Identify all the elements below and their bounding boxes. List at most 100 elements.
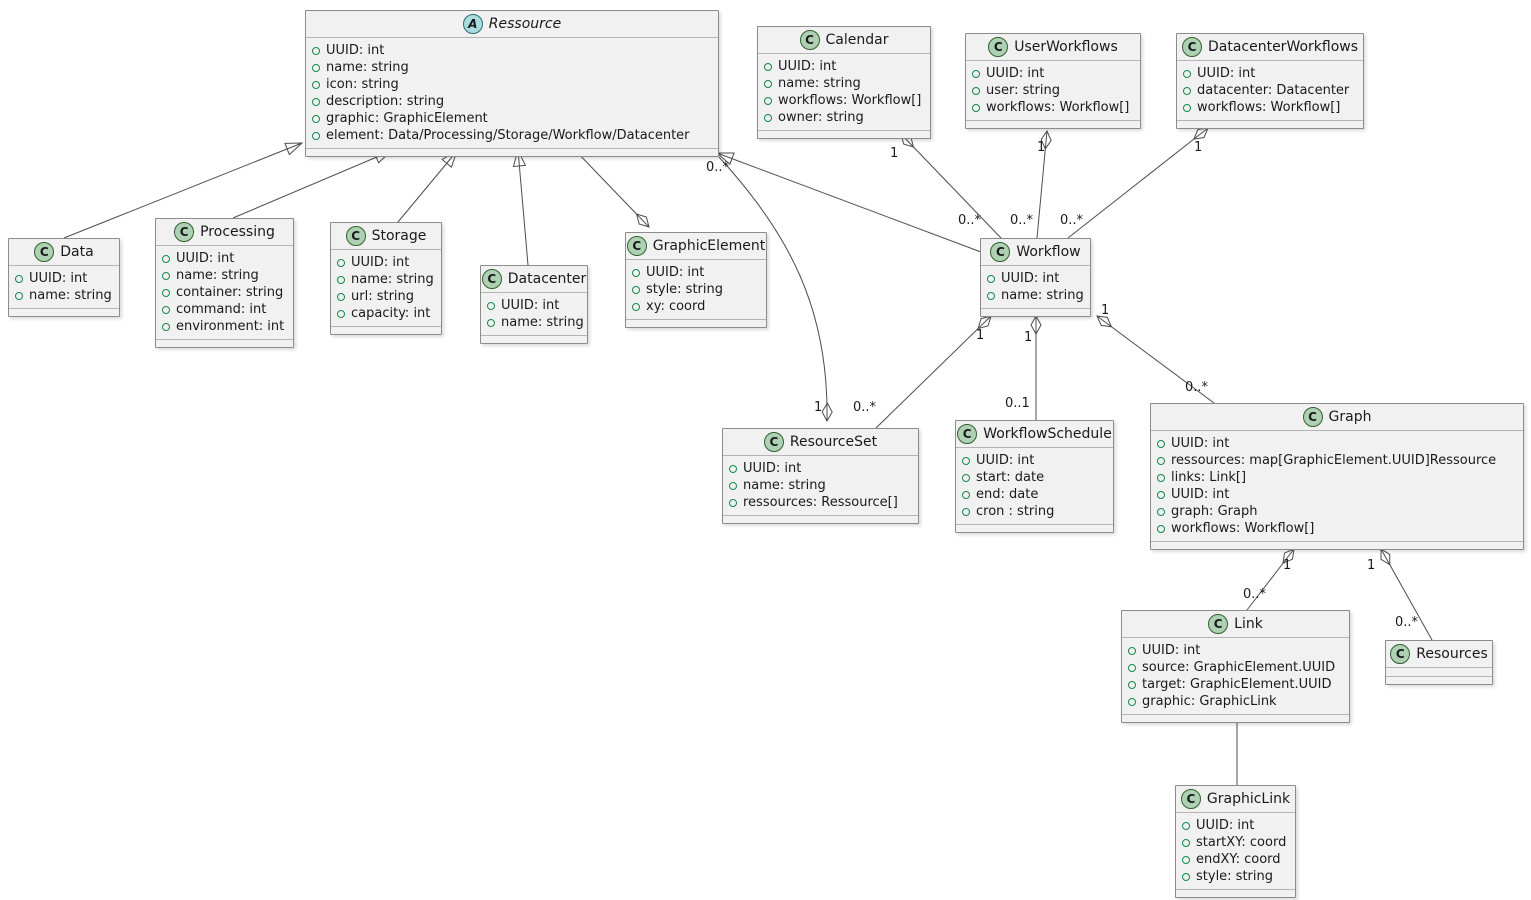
class-icon: C bbox=[1181, 37, 1202, 57]
attribute-text: UUID: int bbox=[986, 66, 1045, 81]
field-visibility-icon bbox=[162, 322, 170, 331]
class-name: Data bbox=[60, 244, 94, 260]
edge-datacenterworkflows-workflow bbox=[1067, 128, 1208, 239]
class-icon: C bbox=[1208, 614, 1229, 634]
field-visibility-icon bbox=[1182, 872, 1190, 881]
class-title: C Processing bbox=[156, 219, 293, 246]
methods-compartment bbox=[956, 525, 1113, 532]
methods-compartment bbox=[481, 336, 587, 343]
attribute-text: ressources: map[GraphicElement.UUID]Ress… bbox=[1171, 453, 1497, 468]
class-icon: C bbox=[626, 236, 647, 256]
field-visibility-icon bbox=[1157, 456, 1165, 465]
attribute-text: graphic: GraphicLink bbox=[1142, 694, 1277, 709]
attribute-text: command: int bbox=[176, 302, 267, 317]
edge-datacenter-extends-ressource bbox=[512, 148, 529, 266]
field-visibility-icon bbox=[729, 481, 737, 490]
edge-calendar-workflow bbox=[901, 134, 1002, 239]
multiplicity-label: 1 bbox=[976, 328, 985, 343]
class-name: Resources bbox=[1416, 646, 1488, 662]
class-title: C Datacenter bbox=[481, 266, 587, 293]
attribute-list bbox=[1386, 668, 1492, 677]
class-attribute: graph: Graph bbox=[1157, 503, 1515, 520]
attribute-text: UUID: int bbox=[778, 59, 837, 74]
field-visibility-icon bbox=[729, 498, 737, 507]
field-visibility-icon bbox=[987, 274, 995, 283]
attribute-text: UUID: int bbox=[1196, 818, 1255, 833]
methods-compartment bbox=[758, 131, 930, 138]
methods-compartment bbox=[1177, 121, 1363, 128]
multiplicity-label: 0..* bbox=[1010, 213, 1034, 228]
class-attribute: end: date bbox=[962, 486, 1105, 503]
attribute-text: source: GraphicElement.UUID bbox=[1142, 660, 1336, 675]
class-title: C Workflow bbox=[981, 239, 1090, 266]
attribute-text: UUID: int bbox=[326, 43, 385, 58]
field-visibility-icon bbox=[312, 63, 320, 72]
attribute-text: startXY: coord bbox=[1196, 835, 1287, 850]
multiplicity-label: 1 bbox=[1367, 558, 1376, 573]
field-visibility-icon bbox=[1182, 855, 1190, 864]
field-visibility-icon bbox=[764, 113, 772, 122]
class-name: Link bbox=[1234, 616, 1263, 632]
class-name: DatacenterWorkflows bbox=[1207, 39, 1359, 55]
class-attribute: style: string bbox=[632, 281, 758, 298]
class-attribute: ressources: Ressource[] bbox=[729, 494, 910, 511]
multiplicity-label: 0..* bbox=[1185, 380, 1209, 395]
multiplicity-label: 1 bbox=[1101, 303, 1110, 318]
class-title: C Resources bbox=[1386, 641, 1492, 668]
class-title: C DatacenterWorkflows bbox=[1177, 34, 1363, 61]
attribute-text: end: date bbox=[976, 487, 1039, 502]
class-title: C Storage bbox=[331, 223, 441, 250]
class-attribute: name: string bbox=[312, 59, 710, 76]
field-visibility-icon bbox=[1182, 838, 1190, 847]
class-attribute: UUID: int bbox=[487, 297, 579, 314]
class-attribute: container: string bbox=[162, 284, 285, 301]
class-attribute: name: string bbox=[15, 287, 112, 304]
attribute-text: UUID: int bbox=[501, 298, 560, 313]
attribute-text: environment: int bbox=[176, 319, 285, 334]
class-attribute: command: int bbox=[162, 301, 285, 318]
class-icon: C bbox=[34, 242, 55, 262]
multiplicity-label: 0..* bbox=[1395, 615, 1419, 630]
attribute-text: UUID: int bbox=[29, 271, 88, 286]
methods-compartment bbox=[1122, 715, 1349, 722]
field-visibility-icon bbox=[764, 96, 772, 105]
attribute-text: name: string bbox=[326, 60, 409, 75]
methods-compartment bbox=[1176, 890, 1295, 897]
field-visibility-icon bbox=[972, 103, 980, 112]
field-visibility-icon bbox=[1157, 490, 1165, 499]
methods-compartment bbox=[966, 121, 1140, 128]
field-visibility-icon bbox=[632, 285, 640, 294]
attribute-text: name: string bbox=[29, 288, 112, 303]
multiplicity-label: 0..1 bbox=[1005, 396, 1030, 411]
class-title: C ResourceSet bbox=[723, 429, 918, 456]
field-visibility-icon bbox=[487, 318, 495, 327]
field-visibility-icon bbox=[632, 268, 640, 277]
class-attribute: UUID: int bbox=[1128, 642, 1341, 659]
class-title: C Link bbox=[1122, 611, 1349, 638]
class-attribute: UUID: int bbox=[972, 65, 1132, 82]
field-visibility-icon bbox=[312, 131, 320, 140]
class-attribute: description: string bbox=[312, 93, 710, 110]
class-attribute: name: string bbox=[487, 314, 584, 331]
abstract-class-icon: A bbox=[462, 14, 483, 34]
class-attribute: UUID: int bbox=[1157, 486, 1515, 503]
field-visibility-icon bbox=[162, 254, 170, 263]
attribute-text: graph: Graph bbox=[1171, 504, 1258, 519]
field-visibility-icon bbox=[1128, 697, 1136, 706]
class-attribute: target: GraphicElement.UUID bbox=[1128, 676, 1341, 693]
class-title: A Ressource bbox=[306, 11, 718, 38]
field-visibility-icon bbox=[962, 490, 970, 499]
